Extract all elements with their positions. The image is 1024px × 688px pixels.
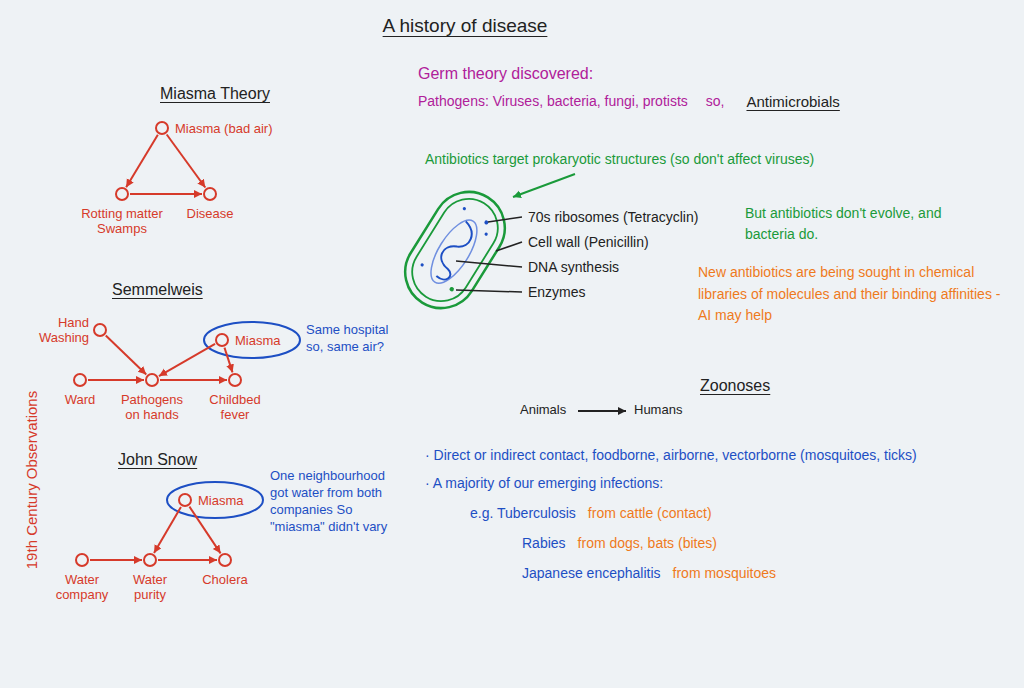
note-text: from cattle (contact) bbox=[588, 504, 712, 522]
causal-arrow bbox=[90, 559, 142, 561]
cause-node: Childbed fever bbox=[228, 373, 242, 387]
cause-node: Hand Washing bbox=[93, 323, 107, 337]
note-text: Cell wall (Penicillin) bbox=[528, 233, 649, 251]
note-text: DNA synthesis bbox=[528, 258, 619, 276]
note-text: so, bbox=[706, 92, 725, 110]
note-text: Miasma Theory bbox=[160, 84, 270, 105]
cause-node: Cholera bbox=[218, 553, 232, 567]
node-label: Water company bbox=[50, 572, 114, 602]
note-text: Japanese encephalitis bbox=[522, 564, 661, 582]
cause-node: Miasma (bad air) bbox=[155, 121, 169, 135]
leader-line bbox=[456, 290, 522, 292]
note-text: Enzymes bbox=[528, 283, 586, 301]
highlight-ellipse bbox=[204, 322, 300, 358]
transmission-arrow bbox=[578, 410, 626, 412]
leader-line bbox=[456, 261, 522, 267]
nucleoid bbox=[422, 213, 486, 290]
node-label: Childbed fever bbox=[204, 392, 266, 422]
note-text: from mosquitoes bbox=[673, 564, 776, 582]
cause-node: Pathogens on hands bbox=[145, 373, 159, 387]
cause-node: Miasma bbox=[178, 493, 192, 507]
causal-arrow bbox=[154, 507, 181, 553]
dna-strand bbox=[430, 220, 479, 283]
node-label: Miasma (bad air) bbox=[175, 121, 305, 136]
node-label: Pathogens on hands bbox=[117, 392, 187, 422]
note-text: e.g. Tuberculosis bbox=[470, 504, 576, 522]
ribosome bbox=[462, 206, 466, 210]
node-label: Water purity bbox=[118, 572, 182, 602]
note-text: John Snow bbox=[118, 450, 197, 471]
note-text: Zoonoses bbox=[700, 376, 770, 397]
node-label: Cholera bbox=[194, 572, 256, 587]
node-label: Ward bbox=[55, 392, 105, 407]
note-text: Rabies bbox=[522, 534, 566, 552]
causal-arrow bbox=[130, 193, 202, 195]
leader-line bbox=[496, 242, 522, 251]
note-text: But antibiotics don't evolve, and bacter… bbox=[745, 203, 945, 245]
causal-arrow bbox=[224, 348, 232, 373]
cause-node: Rotting matter Swamps bbox=[115, 187, 129, 201]
causal-arrow bbox=[106, 336, 146, 375]
enzyme bbox=[449, 286, 455, 292]
cause-node: Miasma bbox=[215, 333, 229, 347]
note-text: 70s ribosomes (Tetracyclin) bbox=[528, 208, 698, 226]
node-label: Hand Washing bbox=[29, 315, 89, 345]
cause-node: Disease bbox=[203, 187, 217, 201]
node-label: Miasma bbox=[235, 333, 295, 348]
note-text: 19th Century Observations bbox=[22, 391, 42, 569]
note-text: · A majority of our emerging infections: bbox=[425, 474, 663, 492]
causal-arrow bbox=[167, 134, 206, 187]
causal-arrow bbox=[88, 379, 144, 381]
note-text: Germ theory discovered: bbox=[418, 64, 593, 85]
cause-node: Water company bbox=[75, 553, 89, 567]
causal-arrow bbox=[160, 379, 227, 381]
causal-arrow bbox=[159, 344, 215, 376]
node-label: Disease bbox=[175, 206, 245, 221]
note-text: Antimicrobials bbox=[746, 92, 839, 112]
note-text: Pathogens: Viruses, bacteria, fungi, pro… bbox=[418, 92, 688, 110]
cause-node: Water purity bbox=[143, 553, 157, 567]
causal-arrow bbox=[189, 507, 220, 554]
page-title: A history of disease bbox=[383, 14, 548, 39]
leader-line bbox=[488, 217, 522, 222]
cause-node: Ward bbox=[73, 373, 87, 387]
note-text: New antibiotics are being sought in chem… bbox=[698, 262, 1016, 327]
note-text: Semmelweis bbox=[112, 280, 203, 301]
cell-membrane bbox=[401, 188, 508, 312]
note-text: Antibiotics target prokaryotic structure… bbox=[425, 150, 814, 168]
note-text: · Direct or indirect contact, foodborne,… bbox=[425, 446, 917, 464]
pointer-arrow bbox=[513, 174, 575, 197]
ribosome bbox=[420, 263, 424, 267]
note-text: Animals bbox=[520, 402, 566, 419]
causal-arrow bbox=[158, 559, 217, 561]
note-text: Same hospital so, same air? bbox=[306, 322, 402, 356]
note-text: One neighbourhood got water from both co… bbox=[270, 468, 388, 536]
causal-arrow bbox=[126, 135, 158, 187]
note-text: from dogs, bats (bites) bbox=[578, 534, 717, 552]
node-label: Rotting matter Swamps bbox=[76, 206, 168, 236]
ribosome bbox=[484, 232, 488, 236]
node-label: Miasma bbox=[198, 493, 258, 508]
highlight-ellipse bbox=[167, 482, 263, 518]
note-text: Humans bbox=[634, 402, 682, 419]
